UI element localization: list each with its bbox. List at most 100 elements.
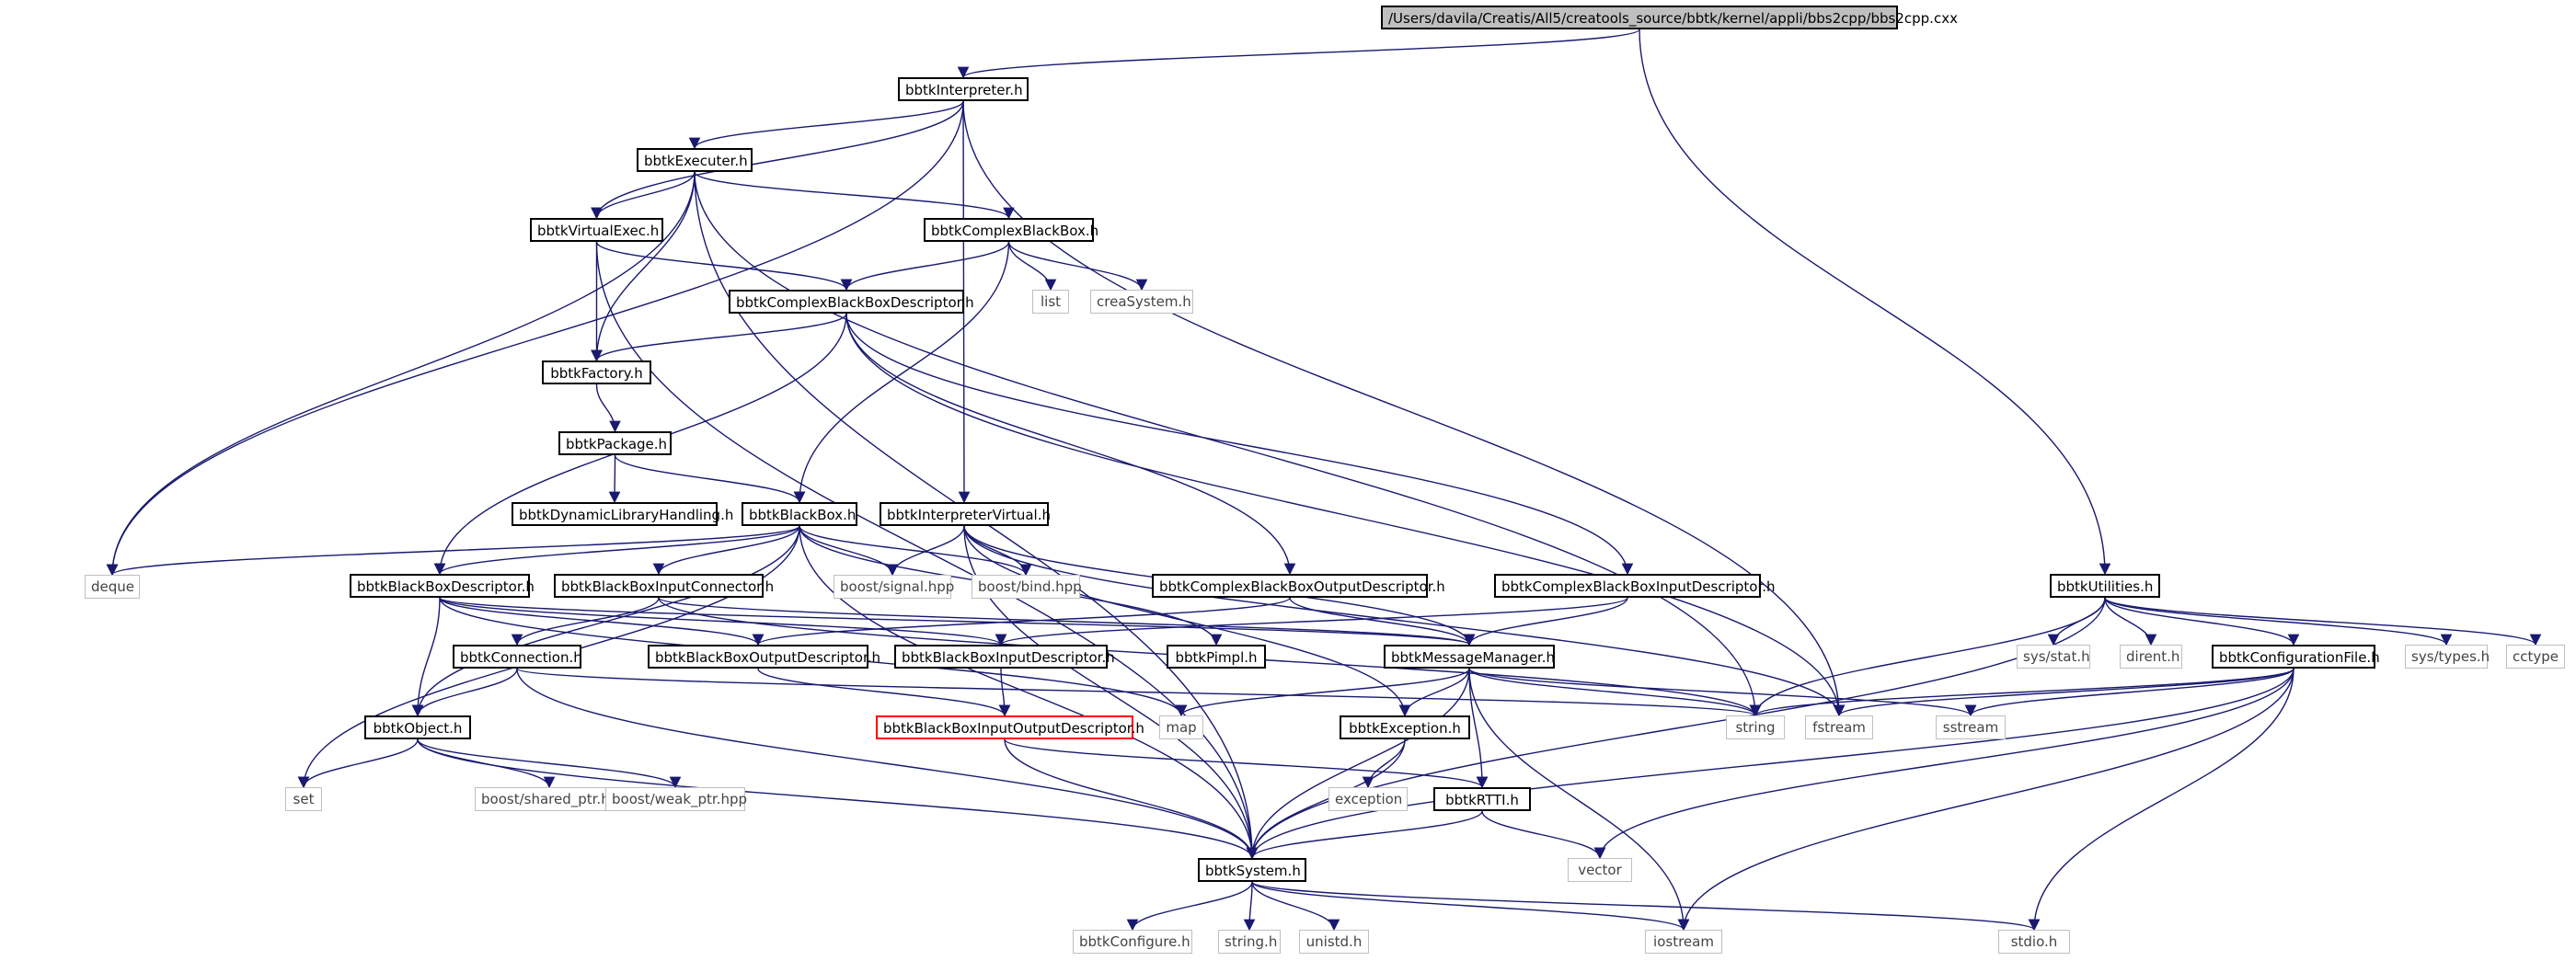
edge-cbbdesc-to-cbbindesc bbox=[845, 313, 1634, 576]
edge-executer-to-virtualexec bbox=[591, 171, 696, 220]
node-map[interactable]: map bbox=[1159, 715, 1203, 739]
node-boost-signal[interactable]: boost/signal.hpp bbox=[834, 575, 954, 599]
edge-blackbox-to-bbdesc bbox=[433, 525, 800, 576]
node-complexblackbox[interactable]: bbtkComplexBlackBox.h bbox=[924, 218, 1098, 242]
node-configurationfile[interactable]: bbtkConfigurationFile.h bbox=[2212, 645, 2380, 669]
edge-configfile-to-fstream bbox=[1833, 668, 2294, 717]
node-package[interactable]: bbtkPackage.h bbox=[558, 431, 672, 455]
edge-bbdesc-to-bboutdesc bbox=[439, 597, 765, 646]
node-blackbox[interactable]: bbtkBlackBox.h bbox=[742, 502, 857, 526]
node-pimpl[interactable]: bbtkPimpl.h bbox=[1167, 645, 1266, 669]
edge-configfile-to-iostream bbox=[1677, 668, 2294, 932]
edge-executer-to-factory bbox=[591, 171, 696, 362]
node-exception-header[interactable]: bbtkException.h bbox=[1340, 715, 1470, 739]
node-configure[interactable]: bbtkConfigure.h bbox=[1073, 930, 1192, 954]
edge-msgmgr-to-sstream bbox=[1468, 668, 1977, 717]
node-executer[interactable]: bbtkExecuter.h bbox=[637, 148, 753, 172]
edge-complexbb-to-cbbdesc bbox=[840, 241, 1010, 292]
edge-root-to-utilities bbox=[1639, 29, 2111, 576]
edge-root-to-interpreter bbox=[958, 29, 1640, 79]
edge-interpreter-to-virtualexec bbox=[591, 100, 964, 220]
node-system[interactable]: bbtkSystem.h bbox=[1198, 858, 1306, 882]
node-rtti[interactable]: bbtkRTTI.h bbox=[1433, 787, 1531, 811]
edge-blackbox-to-object bbox=[411, 525, 800, 717]
edge-bbiodesc-to-rtti bbox=[1004, 738, 1489, 789]
edge-connection-to-string bbox=[516, 668, 1761, 717]
edge-bbinconn-to-msgmgr bbox=[658, 597, 1475, 646]
edge-msgmgr-to-exception_h bbox=[1398, 668, 1470, 717]
edge-interpreter-to-executer bbox=[688, 100, 964, 150]
node-connection[interactable]: bbtkConnection.h bbox=[453, 645, 582, 669]
edge-blackbox-to-system bbox=[799, 525, 1259, 860]
edge-msgmgr-to-string bbox=[1468, 668, 1762, 717]
edge-package-to-blackbox bbox=[614, 454, 806, 504]
edge-complexbb-to-creasystem bbox=[1007, 241, 1148, 292]
node-blackboxdescriptor[interactable]: bbtkBlackBoxDescriptor.h bbox=[350, 574, 535, 598]
node-list[interactable]: list bbox=[1032, 290, 1069, 314]
node-object[interactable]: bbtkObject.h bbox=[364, 715, 471, 739]
edge-bbinconn-to-connection bbox=[511, 597, 660, 646]
node-exception[interactable]: exception bbox=[1328, 787, 1408, 811]
node-boost-weak-ptr[interactable]: boost/weak_ptr.hpp bbox=[605, 787, 747, 811]
edge-msgmgr-to-map bbox=[1175, 668, 1470, 717]
edge-connection-to-system bbox=[516, 668, 1259, 860]
node-utilities[interactable]: bbtkUtilities.h bbox=[2050, 574, 2160, 598]
node-stdio[interactable]: stdio.h bbox=[1998, 930, 2070, 954]
edge-blackbox-to-signal bbox=[799, 525, 899, 577]
node-fstream[interactable]: fstream bbox=[1805, 715, 1873, 739]
edge-bbdesc-to-object bbox=[411, 597, 441, 717]
node-root-file[interactable]: /Users/davila/Creatis/All5/creatools_sou… bbox=[1381, 6, 1958, 29]
edge-executer-to-complexbb bbox=[694, 171, 1015, 220]
node-complexblackboxoutputdescriptor[interactable]: bbtkComplexBlackBoxOutputDescriptor.h bbox=[1152, 574, 1445, 598]
edge-msgmgr-to-rtti bbox=[1468, 668, 1489, 789]
node-string-h[interactable]: string.h bbox=[1218, 930, 1281, 954]
node-complexblackboxinputdescriptor[interactable]: bbtkComplexBlackBoxInputDescriptor.h bbox=[1494, 574, 1776, 598]
node-vector[interactable]: vector bbox=[1568, 858, 1632, 882]
node-blackboxinputoutputdescriptor[interactable]: bbtkBlackBoxInputOutputDescriptor.h bbox=[876, 715, 1144, 739]
node-sys-types[interactable]: sys/types.h bbox=[2405, 645, 2490, 669]
node-interpretervirtual[interactable]: bbtkInterpreterVirtual.h bbox=[880, 502, 1051, 526]
edge-configfile-to-stdio bbox=[2028, 668, 2294, 932]
edge-connection-to-object bbox=[411, 668, 518, 717]
edge-object-to-weakptr bbox=[417, 738, 682, 789]
node-blackboxoutputdescriptor[interactable]: bbtkBlackBoxOutputDescriptor.h bbox=[648, 645, 880, 669]
node-boost-bind[interactable]: boost/bind.hpp bbox=[972, 575, 1082, 599]
edge-bbdesc-to-msgmgr bbox=[439, 597, 1475, 646]
node-interpreter[interactable]: bbtkInterpreter.h bbox=[898, 77, 1029, 101]
node-messagemanager[interactable]: bbtkMessageManager.h bbox=[1384, 645, 1555, 669]
edge-cbboutdesc-to-bboutdesc bbox=[752, 597, 1291, 646]
edge-utilities-to-configfile bbox=[2104, 597, 2300, 646]
edge-utilities-to-systypes bbox=[2104, 597, 2453, 646]
edge-interpvirtual-to-fstream bbox=[963, 525, 1846, 717]
edge-blackbox-to-bbinconn bbox=[652, 525, 800, 576]
node-dynamiclibraryhandling[interactable]: bbtkDynamicLibraryHandling.h bbox=[512, 502, 733, 526]
node-cctype[interactable]: cctype bbox=[2506, 645, 2565, 669]
node-string[interactable]: string bbox=[1726, 715, 1785, 739]
edge-executer-to-deque bbox=[106, 171, 696, 577]
node-complexblackboxdescriptor[interactable]: bbtkComplexBlackBoxDescriptor.h bbox=[729, 290, 974, 314]
edge-rtti-to-system bbox=[1246, 810, 1483, 860]
node-dirent[interactable]: dirent.h bbox=[2120, 645, 2182, 669]
edge-utilities-to-dirent bbox=[2104, 597, 2157, 646]
edge-utilities-to-system bbox=[1246, 597, 2106, 860]
node-iostream[interactable]: iostream bbox=[1645, 930, 1722, 954]
node-boost-shared-ptr[interactable]: boost/shared_ptr.hpp bbox=[475, 787, 627, 811]
edge-cbbdesc-to-cbboutdesc bbox=[845, 313, 1296, 576]
node-sstream[interactable]: sstream bbox=[1936, 715, 2006, 739]
node-deque[interactable]: deque bbox=[85, 575, 140, 599]
node-blackboxinputconnector[interactable]: bbtkBlackBoxInputConnector.h bbox=[554, 574, 774, 598]
node-factory[interactable]: bbtkFactory.h bbox=[542, 360, 651, 384]
node-virtualexec[interactable]: bbtkVirtualExec.h bbox=[530, 218, 663, 242]
edge-bbiodesc-to-system bbox=[1004, 738, 1259, 860]
edge-cbbdesc-to-fstream bbox=[845, 313, 1846, 717]
edge-executer-to-string bbox=[694, 171, 1762, 717]
edge-system-to-unistd bbox=[1251, 881, 1340, 932]
node-sys-stat[interactable]: sys/stat.h bbox=[2017, 645, 2090, 669]
edge-interpreter-to-deque bbox=[106, 100, 964, 577]
node-blackboxinputdescriptor[interactable]: bbtkBlackBoxInputDescriptor.h bbox=[894, 645, 1115, 669]
edge-configfile-to-sstream bbox=[1964, 668, 2294, 717]
node-creasystem[interactable]: creaSystem.h bbox=[1090, 290, 1193, 314]
node-unistd[interactable]: unistd.h bbox=[1299, 930, 1369, 954]
node-set[interactable]: set bbox=[285, 787, 322, 811]
